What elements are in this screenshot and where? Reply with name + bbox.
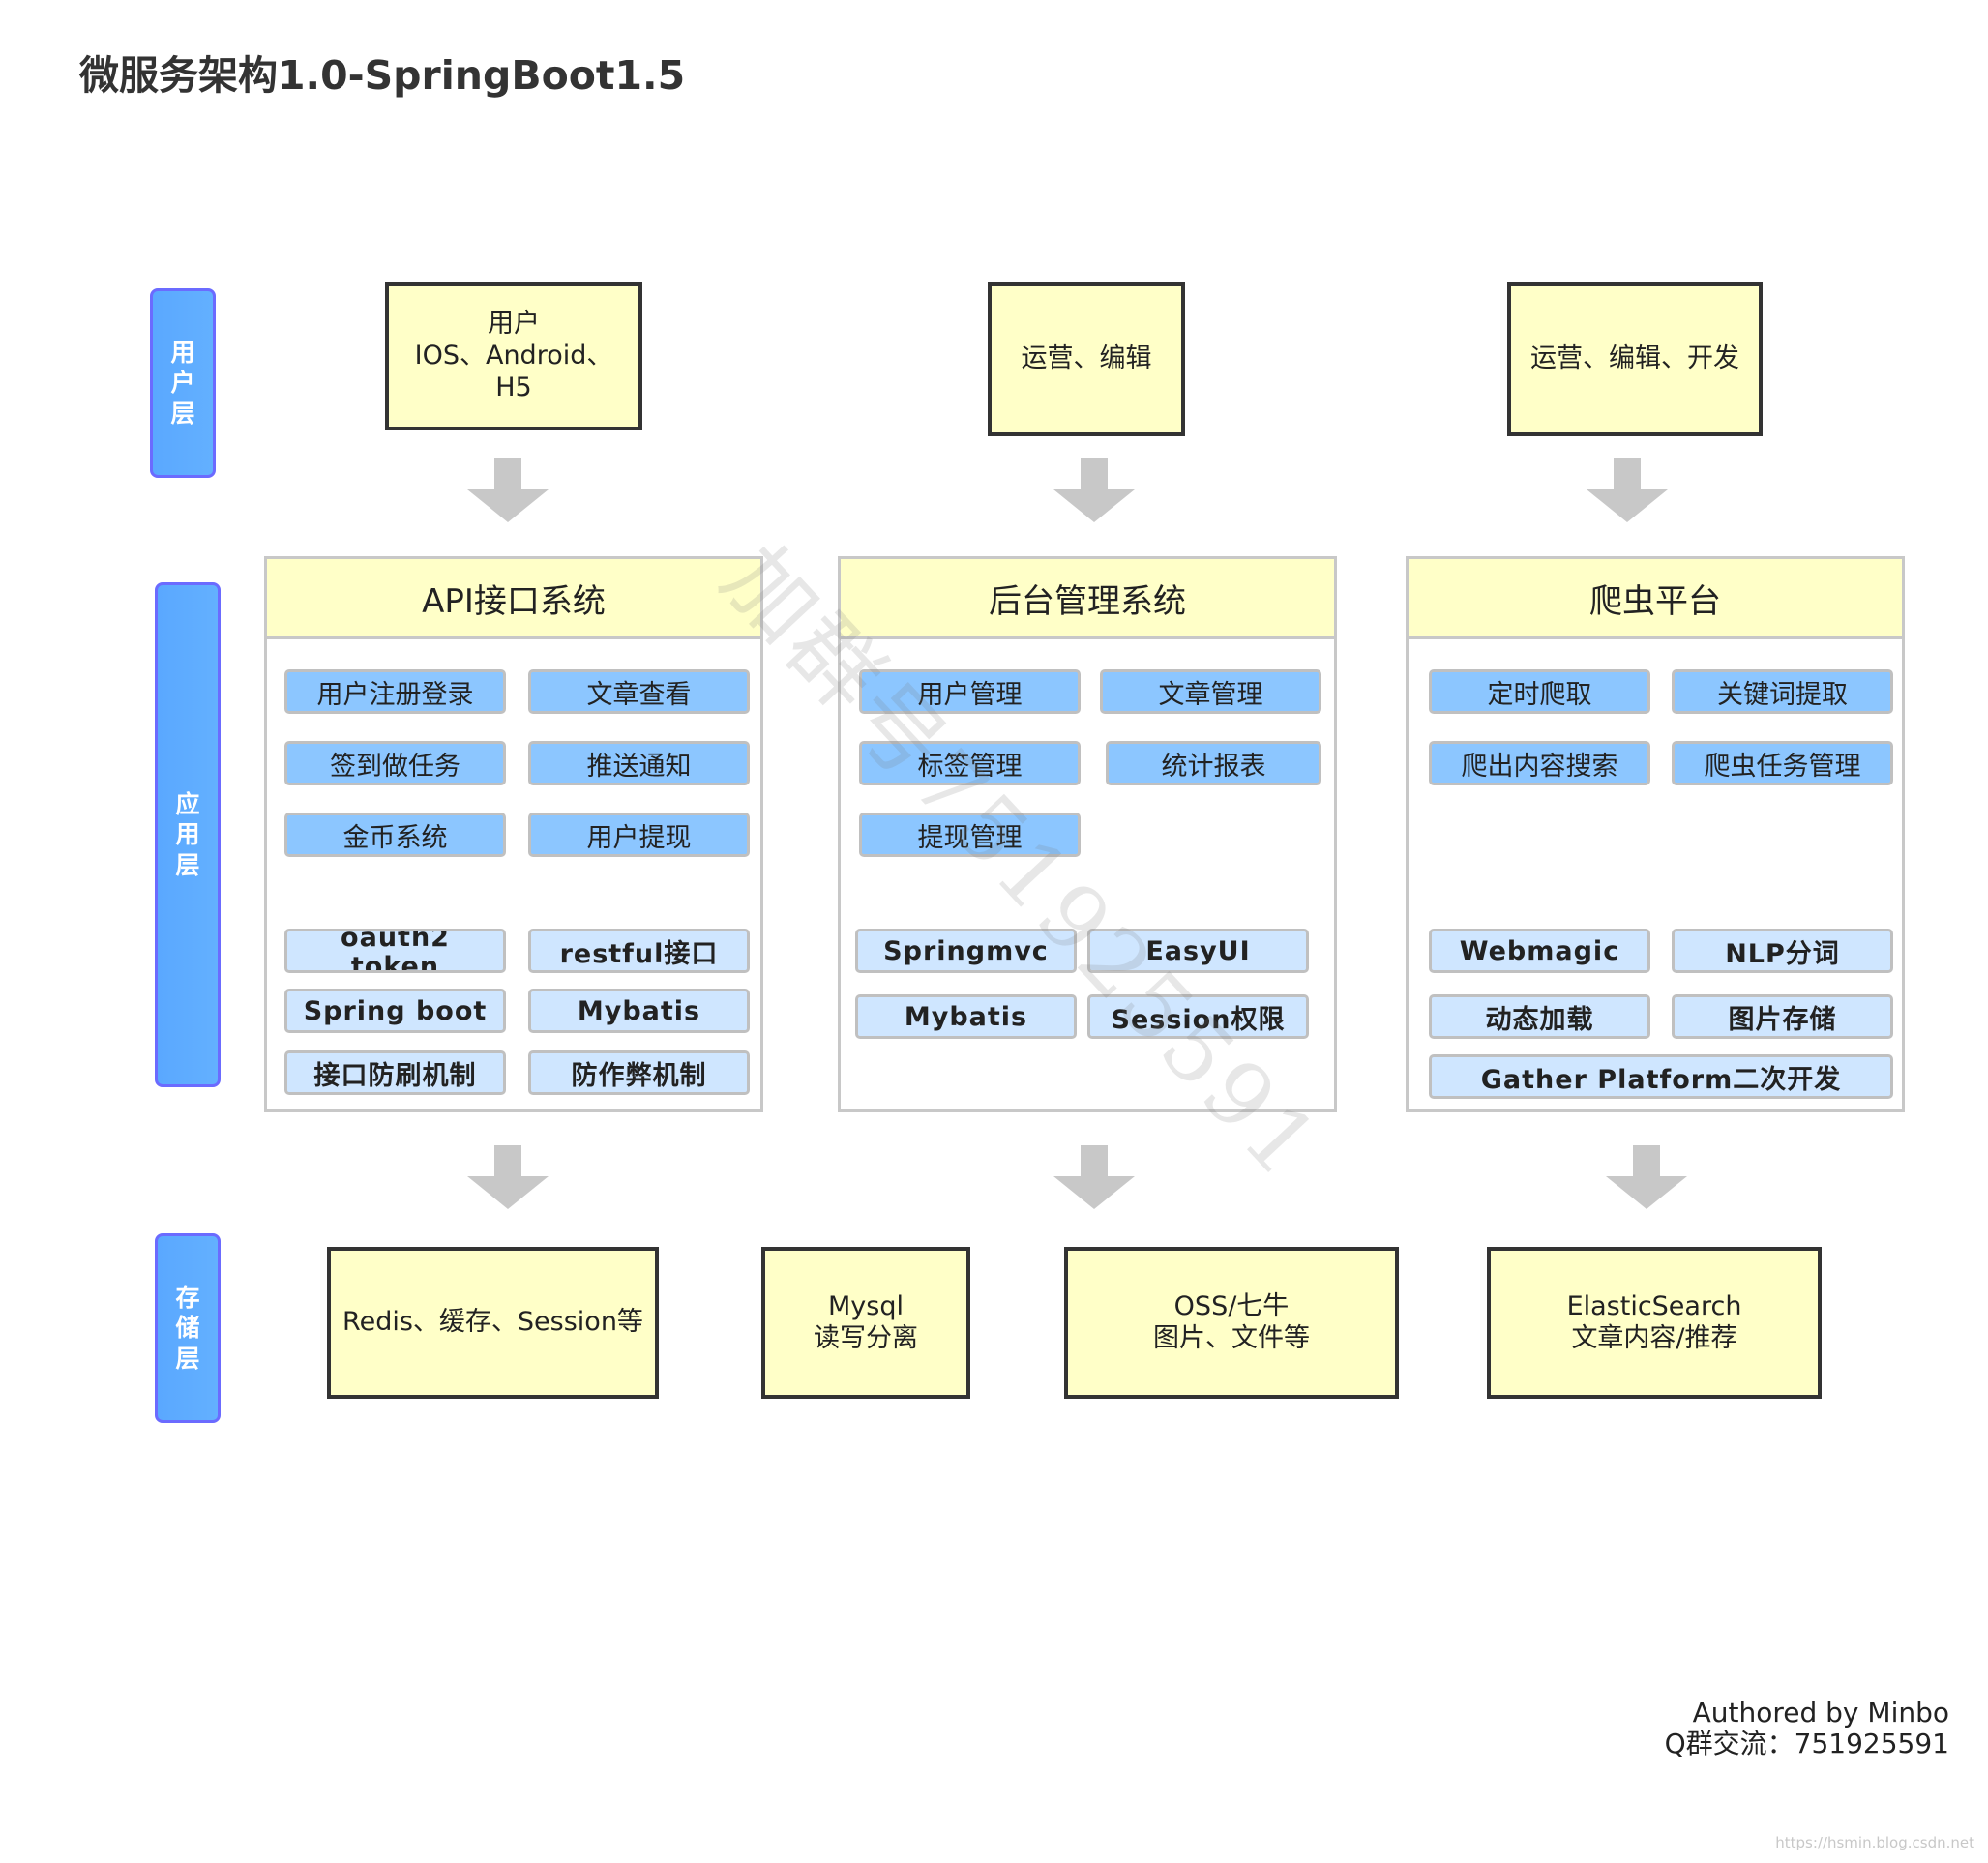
- down-arrow-icon: [1587, 458, 1668, 522]
- system-title: 爬虫平台: [1409, 559, 1902, 639]
- function-chip: 用户注册登录: [284, 669, 506, 714]
- layer-char: 层: [170, 399, 195, 428]
- tech-chip: Webmagic: [1429, 929, 1650, 973]
- tech-chip: Mybatis: [528, 989, 750, 1033]
- system-admin: 后台管理系统 用户管理 文章管理 标签管理 统计报表 提现管理 Springmv…: [838, 556, 1337, 1112]
- source-url: https://hsmin.blog.csdn.net: [1775, 1834, 1974, 1851]
- tech-chip-label: oauth2 token: [341, 929, 450, 973]
- system-title: 后台管理系统: [841, 559, 1334, 639]
- layer-char: 存: [175, 1284, 200, 1313]
- tech-chip: EasyUI: [1087, 929, 1309, 973]
- user-box-developers: 运营、编辑、开发: [1507, 282, 1763, 436]
- box-line: 文章内容/推荐: [1571, 1322, 1737, 1353]
- down-arrow-icon: [467, 458, 549, 522]
- author-credit: Authored by Minbo Q群交流：751925591: [1664, 1697, 1949, 1760]
- box-line: 运营、编辑、开发: [1530, 343, 1739, 374]
- function-chip: 定时爬取: [1429, 669, 1650, 714]
- box-line: Redis、缓存、Session等: [342, 1307, 643, 1338]
- down-arrow-icon: [467, 1145, 549, 1209]
- box-line: 用户: [488, 309, 540, 340]
- tech-chip: 防作弊机制: [528, 1050, 750, 1095]
- tech-chip: Springmvc: [855, 929, 1077, 973]
- user-box-operators: 运营、编辑: [988, 282, 1185, 436]
- layer-char: 储: [175, 1314, 200, 1343]
- user-box-clients: 用户 IOS、Android、 H5: [385, 282, 642, 430]
- tech-chip: Mybatis: [855, 994, 1077, 1039]
- layer-char: 应: [175, 790, 200, 819]
- function-chip: 用户管理: [859, 669, 1081, 714]
- down-arrow-icon: [1053, 458, 1135, 522]
- author-line: Authored by Minbo: [1692, 1697, 1949, 1729]
- tech-chip: Gather Platform二次开发: [1429, 1054, 1893, 1099]
- author-line: Q群交流：751925591: [1664, 1728, 1949, 1760]
- function-chip: 统计报表: [1106, 741, 1321, 785]
- system-crawler: 爬虫平台 定时爬取 关键词提取 爬出内容搜索 爬虫任务管理 Webmagic N…: [1406, 556, 1905, 1112]
- layer-char: 用: [175, 820, 200, 849]
- function-chip: 金币系统: [284, 813, 506, 857]
- function-chip: 用户提现: [528, 813, 750, 857]
- tech-chip: restful接口: [528, 929, 750, 973]
- box-line: Mysql: [828, 1290, 904, 1321]
- box-line: 读写分离: [814, 1322, 918, 1353]
- box-line: OSS/七牛: [1173, 1290, 1290, 1321]
- storage-box-redis: Redis、缓存、Session等: [327, 1247, 659, 1399]
- function-chip: 爬虫任务管理: [1672, 741, 1893, 785]
- tech-chip: 动态加载: [1429, 994, 1650, 1039]
- storage-box-oss: OSS/七牛 图片、文件等: [1064, 1247, 1399, 1399]
- down-arrow-icon: [1053, 1145, 1135, 1209]
- box-line: H5: [495, 371, 532, 402]
- layer-label-storage: 存 储 层: [155, 1233, 221, 1423]
- tech-chip: Spring boot: [284, 989, 506, 1033]
- function-chip: 爬出内容搜索: [1429, 741, 1650, 785]
- function-chip: 标签管理: [859, 741, 1081, 785]
- function-chip: 关键词提取: [1672, 669, 1893, 714]
- layer-char: 用: [170, 339, 195, 368]
- box-line: ElasticSearch: [1566, 1290, 1742, 1321]
- tech-chip: NLP分词: [1672, 929, 1893, 973]
- storage-box-elasticsearch: ElasticSearch 文章内容/推荐: [1487, 1247, 1822, 1399]
- function-chip: 提现管理: [859, 813, 1081, 857]
- system-title: API接口系统: [267, 559, 760, 639]
- function-chip: 签到做任务: [284, 741, 506, 785]
- function-chip: 推送通知: [528, 741, 750, 785]
- function-chip: 文章查看: [528, 669, 750, 714]
- layer-char: 层: [175, 850, 200, 879]
- box-line: IOS、Android、: [414, 340, 613, 371]
- box-line: 图片、文件等: [1153, 1322, 1310, 1353]
- function-chip: 文章管理: [1100, 669, 1321, 714]
- layer-char: 层: [175, 1344, 200, 1373]
- system-api: API接口系统 用户注册登录 文章查看 签到做任务 推送通知 金币系统 用户提现…: [264, 556, 763, 1112]
- down-arrow-icon: [1606, 1145, 1687, 1209]
- layer-label-user: 用 户 层: [150, 288, 216, 478]
- box-line: 运营、编辑: [1021, 343, 1152, 374]
- tech-chip: oauth2 token: [284, 929, 506, 973]
- tech-chip: Session权限: [1087, 994, 1309, 1039]
- storage-box-mysql: Mysql 读写分离: [761, 1247, 970, 1399]
- layer-label-app: 应 用 层: [155, 582, 221, 1087]
- tech-chip: 接口防刷机制: [284, 1050, 506, 1095]
- tech-chip: 图片存储: [1672, 994, 1893, 1039]
- page-title: 微服务架构1.0-SpringBoot1.5: [79, 52, 686, 99]
- layer-char: 户: [170, 369, 195, 398]
